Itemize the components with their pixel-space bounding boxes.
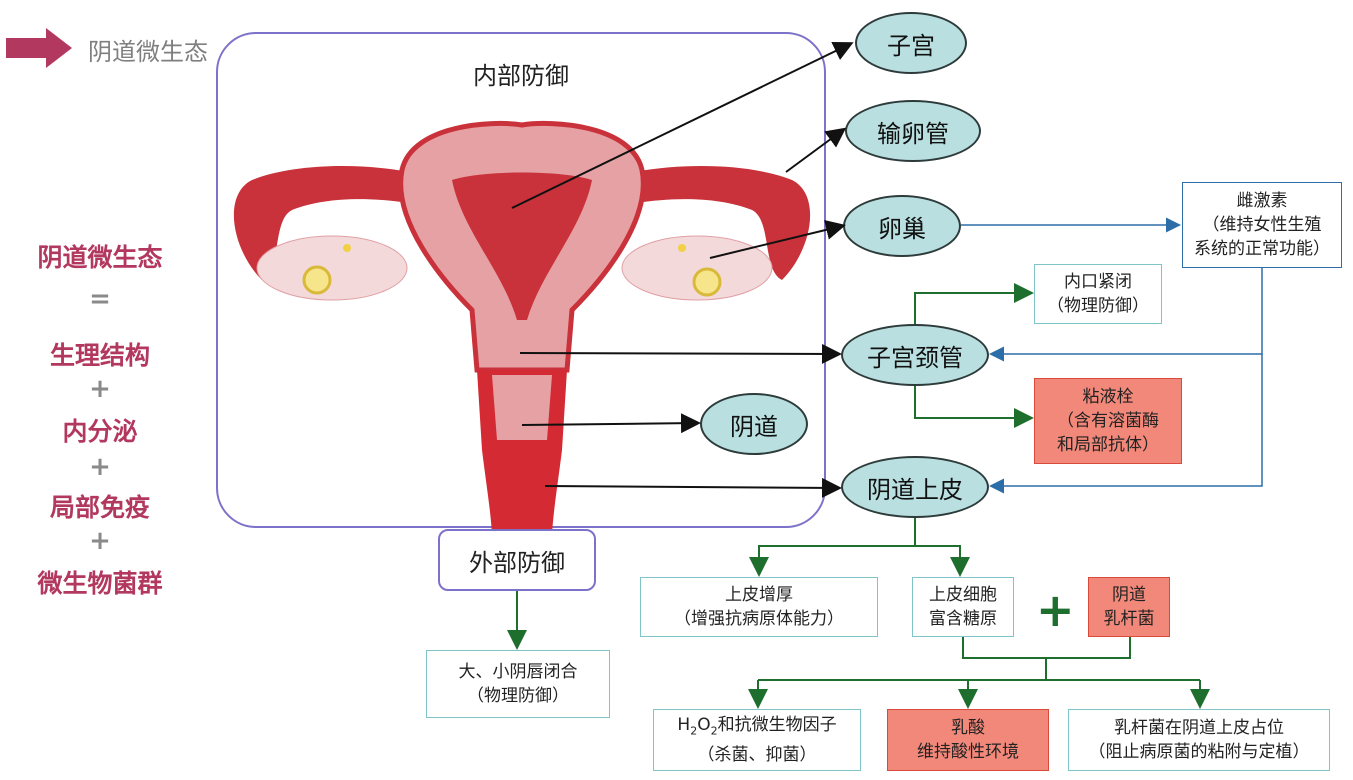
equation-plus: + xyxy=(89,452,111,482)
arrow-cervical-mucus xyxy=(914,386,1034,428)
occupation-title: 乳杆菌在阴道上皮占位 xyxy=(1114,718,1284,738)
occupation-desc: （阻止病原菌的粘附与定植） xyxy=(1088,742,1310,762)
merge-bracket xyxy=(962,637,1131,659)
header-arrow-icon xyxy=(6,28,72,68)
glycogen-desc: 富含糖原 xyxy=(929,609,997,629)
organ-fallopian-tube: 输卵管 xyxy=(845,100,981,162)
mucus-plug-desc-2: 和局部抗体） xyxy=(1057,435,1159,455)
organ-vagina: 阴道 xyxy=(700,393,808,455)
h2o2-title: H2O2和抗微生物因子 xyxy=(677,714,837,738)
lactobacillus-desc: 乳杆菌 xyxy=(1103,609,1155,629)
equation-plus: + xyxy=(89,526,111,556)
arrow-cervical-innerOs xyxy=(914,283,1034,324)
equation-term-immunity: 局部免疫 xyxy=(49,493,150,522)
equation-term-microbiota: 微生物菌群 xyxy=(37,569,163,598)
inner-os-box: 内口紧闭 （物理防御） xyxy=(1034,264,1162,324)
organ-cervical-canal: 子宫颈管 xyxy=(841,324,989,386)
labia-desc: （物理防御） xyxy=(467,686,569,706)
lactobacillus-box: 阴道 乳杆菌 xyxy=(1088,577,1170,637)
glycogen-title: 上皮细胞 xyxy=(929,585,997,605)
organ-ovary: 卵巢 xyxy=(843,195,961,257)
estrogen-desc-1: （维持女性生殖 xyxy=(1202,215,1322,235)
thickening-desc: （增强抗病原体能力） xyxy=(674,609,844,629)
estrogen-desc-2: 系统的正常功能） xyxy=(1194,239,1330,259)
equation-term-structure: 生理结构 xyxy=(49,341,150,370)
estrogen-title: 雌激素 xyxy=(1236,191,1288,211)
labia-box: 大、小阴唇闭合 （物理防御） xyxy=(426,650,610,718)
equation-equals: = xyxy=(89,284,111,314)
plus-sign: + xyxy=(1036,583,1075,637)
external-defense-box: 外部防御 xyxy=(438,529,596,591)
thickening-title: 上皮增厚 xyxy=(725,585,793,605)
inner-os-title: 内口紧闭 xyxy=(1064,272,1132,292)
lactic-acid-desc: 维持酸性环境 xyxy=(917,742,1019,762)
lactic-acid-box: 乳酸 维持酸性环境 xyxy=(887,709,1049,771)
labia-title: 大、小阴唇闭合 xyxy=(458,662,578,682)
organ-vaginal-epithelium: 阴道上皮 xyxy=(841,456,989,518)
organ-uterus: 子宫 xyxy=(855,12,967,74)
mucus-plug-box: 粘液栓 （含有溶菌酶 和局部抗体） xyxy=(1034,378,1182,464)
arrow-epi-glycogen xyxy=(915,545,970,577)
lactic-acid-title: 乳酸 xyxy=(951,718,985,738)
inner-os-desc: （物理防御） xyxy=(1047,296,1149,316)
estrogen-box: 雌激素 （维持女性生殖 系统的正常功能） xyxy=(1182,182,1342,268)
mucus-plug-title: 粘液栓 xyxy=(1082,387,1134,407)
mucus-plug-desc-1: （含有溶菌酶 xyxy=(1057,411,1159,431)
internal-defense-title: 内部防御 xyxy=(473,62,569,90)
occupation-box: 乳杆菌在阴道上皮占位 （阻止病原菌的粘附与定植） xyxy=(1068,709,1330,771)
h2o2-box: H2O2和抗微生物因子 （杀菌、抑菌） xyxy=(653,709,861,771)
equation-term-endocrine: 内分泌 xyxy=(62,417,138,446)
equation-term-microecology: 阴道微生态 xyxy=(37,243,163,272)
lactobacillus-title: 阴道 xyxy=(1112,585,1146,605)
h2o2-desc: （杀菌、抑菌） xyxy=(697,745,817,766)
uterus-illustration xyxy=(233,121,811,540)
thickening-box: 上皮增厚 （增强抗病原体能力） xyxy=(640,577,878,637)
page-title: 阴道微生态 xyxy=(88,38,208,66)
glycogen-box: 上皮细胞 富含糖原 xyxy=(912,577,1014,637)
equation-plus: + xyxy=(89,374,111,404)
